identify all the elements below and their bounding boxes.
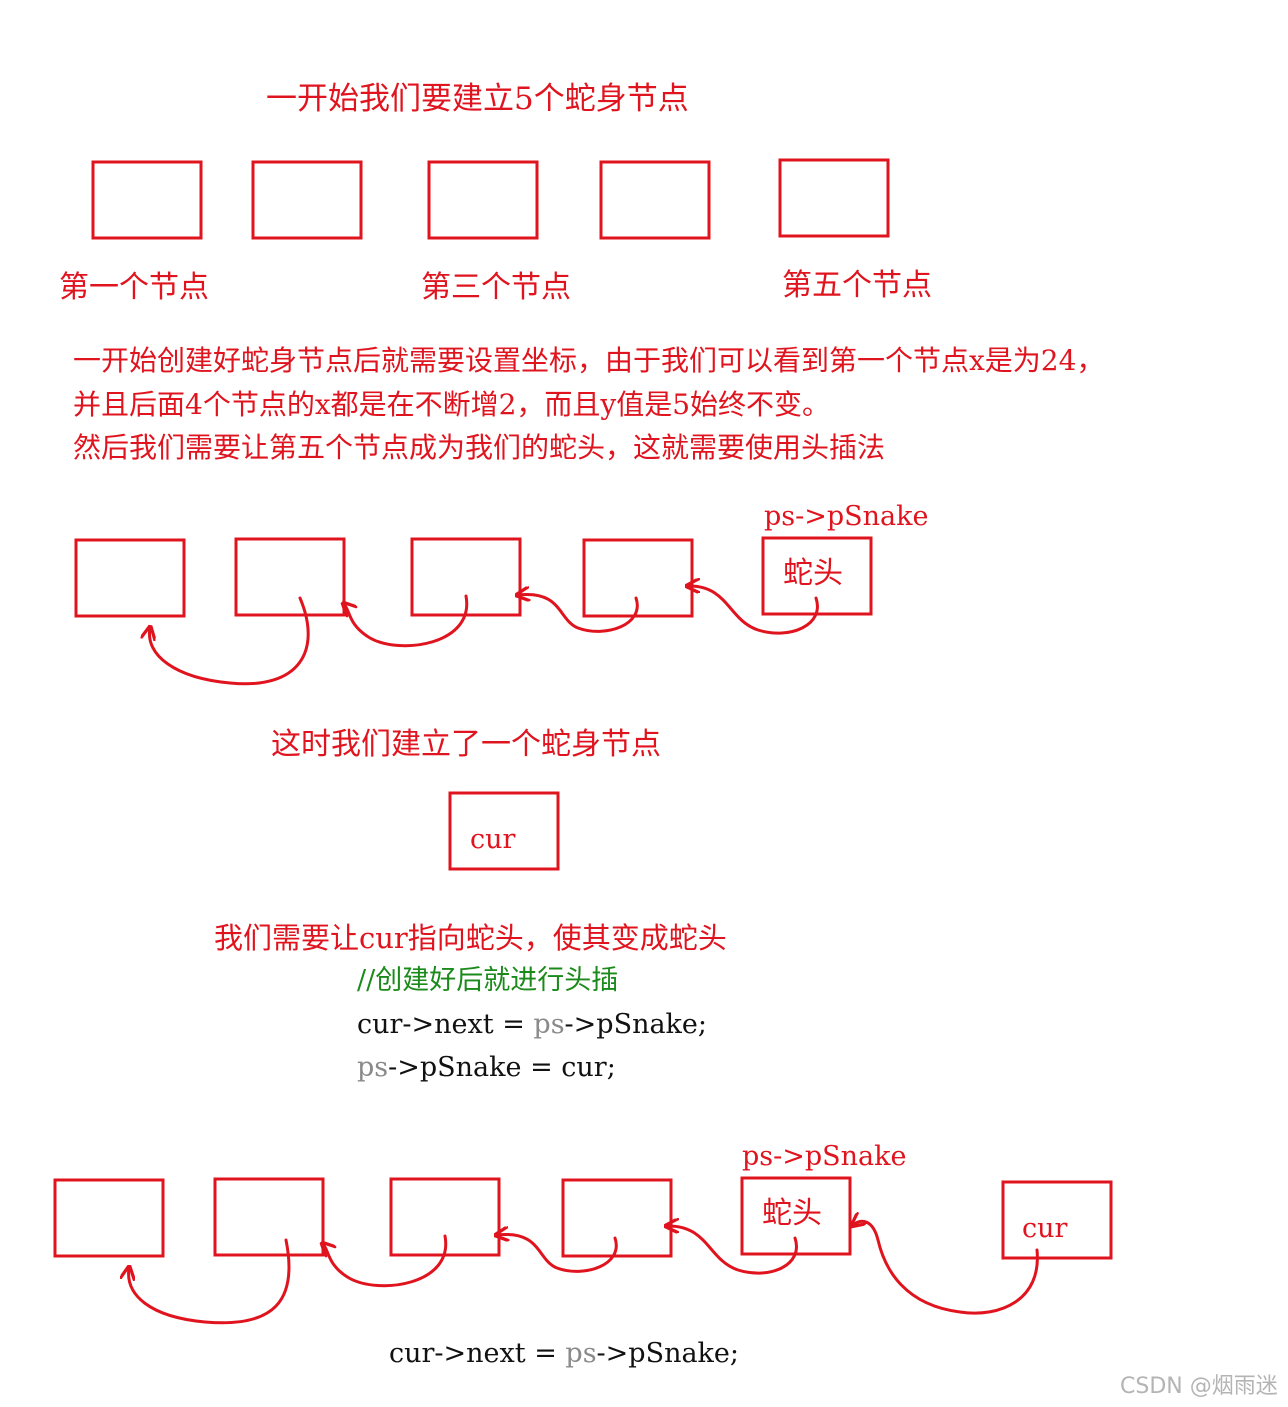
code-line-1-part-1: cur->next = <box>357 1009 533 1040</box>
final-node-4 <box>561 1178 673 1258</box>
arrow-node-2-to-node-1 <box>149 596 310 686</box>
list-arrows-row-2 <box>149 586 819 686</box>
code-comment: //创建好后就进行头插 <box>357 965 618 996</box>
final-cur-node-label: cur <box>1022 1213 1068 1244</box>
arrow-head-to-node-4 <box>688 586 819 635</box>
list-node-4 <box>582 538 694 618</box>
first-node-label: 第一个节点 <box>59 270 209 305</box>
head-pointer-label-2: ps->pSnake <box>742 1141 907 1172</box>
list-arrows-row-3 <box>129 1221 1039 1325</box>
cur-node-label: cur <box>470 824 516 855</box>
watermark: CSDN @烟雨迷 <box>1120 1374 1278 1399</box>
initial-node-1 <box>91 160 203 240</box>
arrow-node-3-to-node-2 <box>344 594 469 648</box>
final-node-1 <box>53 1178 165 1258</box>
initial-node-5 <box>778 158 890 238</box>
code-line-2-part-1: ps <box>357 1052 388 1083</box>
initial-nodes-row <box>91 158 890 240</box>
list-node-1 <box>74 538 186 618</box>
head-pointer-label: ps->pSnake <box>764 501 929 532</box>
code-line-1: cur->next = ps->pSnake; <box>357 1009 707 1040</box>
bottom-code-part-1: cur->next = <box>389 1338 565 1369</box>
description-line-2: 并且后面4个节点的x都是在不断增2，而且y值是5始终不变。 <box>73 388 830 421</box>
third-node-label: 第三个节点 <box>421 270 571 305</box>
arrow-cur-to-head <box>853 1221 1039 1315</box>
initial-node-4 <box>599 160 711 240</box>
instruction-text: 我们需要让cur指向蛇头，使其变成蛇头 <box>214 921 727 955</box>
final-cur-node <box>1001 1180 1113 1260</box>
description-line-3: 然后我们需要让第五个节点成为我们的蛇头，这就需要使用头插法 <box>73 431 885 464</box>
arrow-final-node-2-to-node-1 <box>129 1238 291 1325</box>
head-node-label: 蛇头 <box>783 556 843 591</box>
initial-node-2 <box>251 160 363 240</box>
arrow-final-node-4-to-node-3 <box>497 1234 618 1273</box>
final-head-node-label: 蛇头 <box>762 1196 822 1231</box>
code-line-2: ps->pSnake = cur; <box>357 1052 616 1083</box>
list-node-2 <box>234 537 346 617</box>
code-line-1-part-2: ps <box>533 1009 564 1040</box>
linked-list-row <box>74 536 873 618</box>
initial-node-3 <box>427 160 539 240</box>
final-node-2 <box>213 1177 325 1257</box>
new-node-caption: 这时我们建立了一个蛇身节点 <box>271 727 661 762</box>
code-line-1-part-3: ->pSnake; <box>565 1009 707 1040</box>
arrow-node-4-to-node-3 <box>518 594 639 633</box>
bottom-code-line: cur->next = ps->pSnake; <box>389 1338 739 1369</box>
linked-list-row-3 <box>53 1176 1113 1260</box>
cur-node <box>448 791 560 871</box>
diagram-title: 一开始我们要建立5个蛇身节点 <box>266 81 689 117</box>
bottom-code-part-2: ps <box>565 1338 596 1369</box>
code-line-2-part-2: ->pSnake = cur; <box>388 1052 616 1083</box>
bottom-code-part-3: ->pSnake; <box>597 1338 739 1369</box>
description-line-1: 一开始创建好蛇身节点后就需要设置坐标，由于我们可以看到第一个节点x是为24， <box>73 344 1104 377</box>
arrow-final-node-3-to-node-2 <box>323 1234 448 1288</box>
arrow-final-head-to-node-4 <box>667 1226 798 1275</box>
fifth-node-label: 第五个节点 <box>782 268 932 303</box>
